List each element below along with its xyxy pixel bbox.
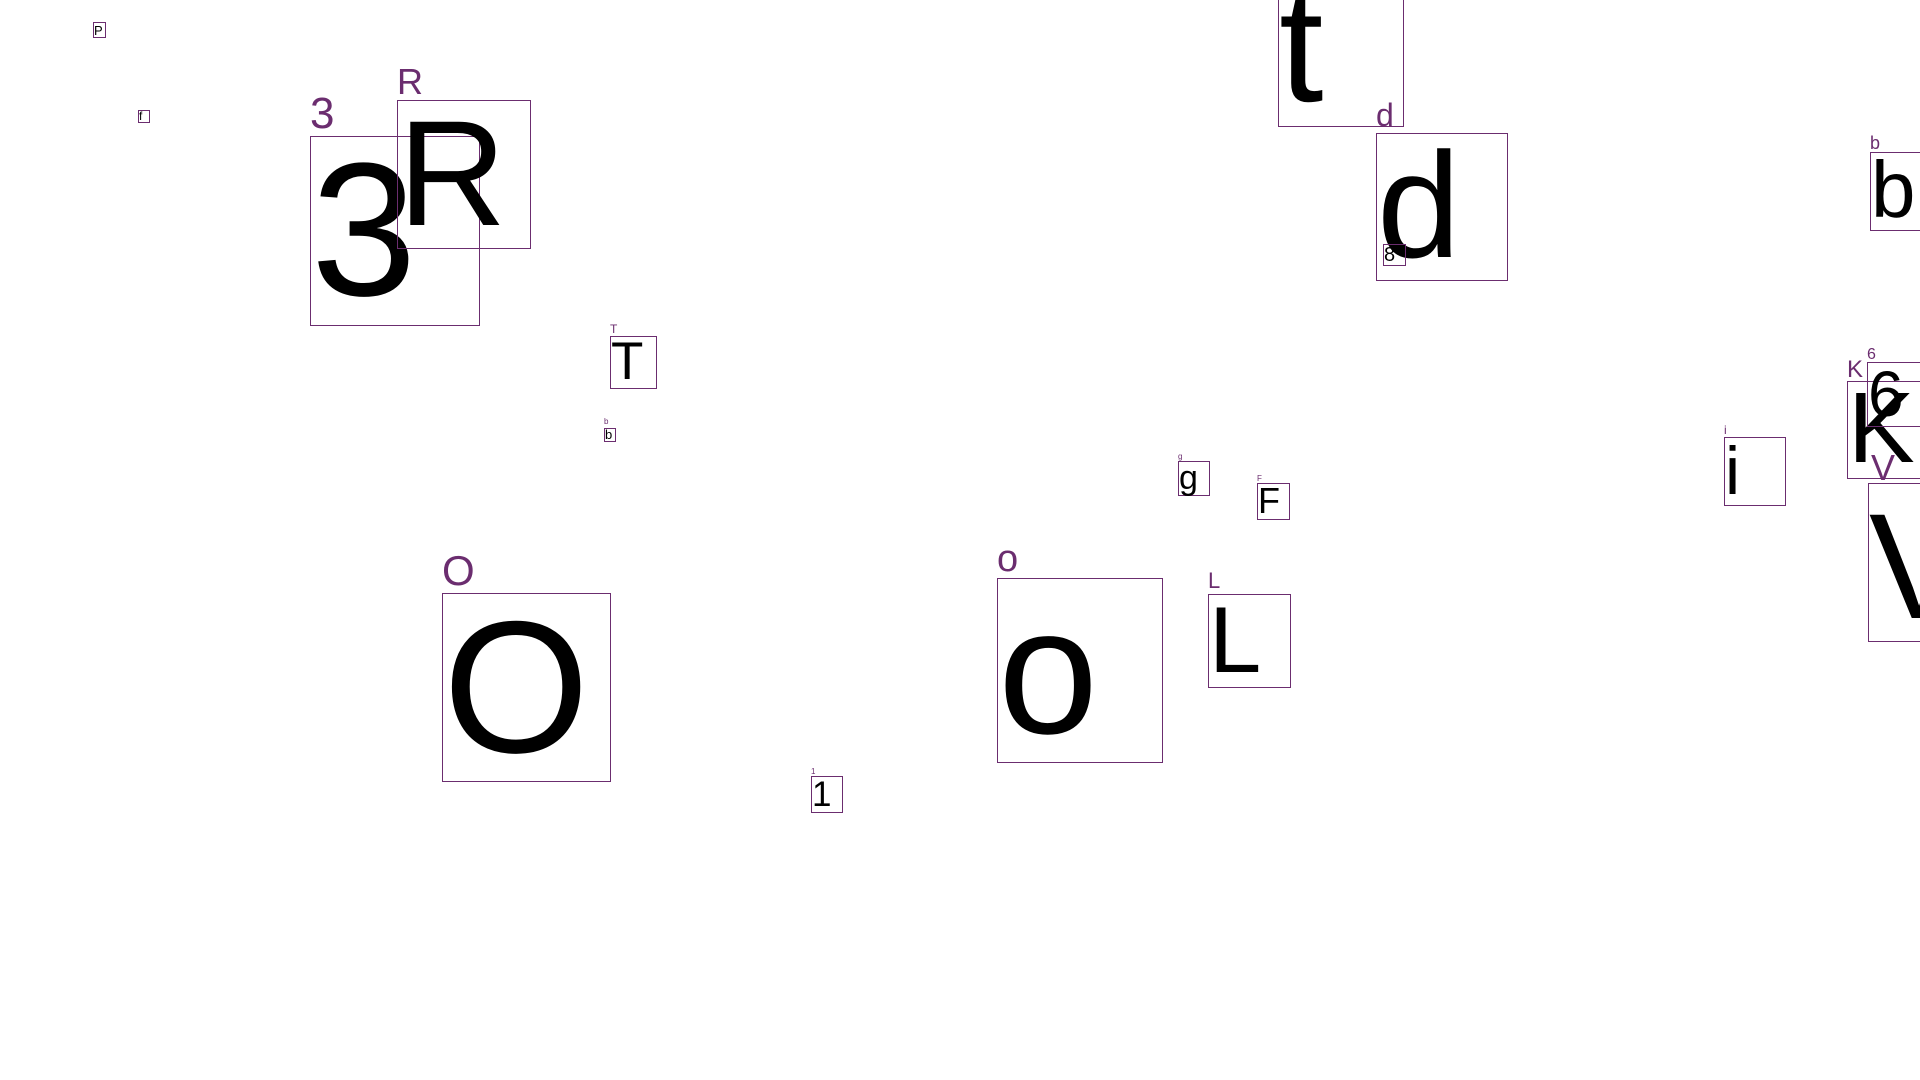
glyph-tag-14: L bbox=[1208, 568, 1221, 593]
glyph-0: P bbox=[94, 23, 103, 38]
glyph-6: O bbox=[443, 582, 590, 792]
glyph-3: R bbox=[398, 89, 507, 257]
glyph-tag-7: 1 bbox=[811, 767, 816, 776]
glyph-tag-3: R bbox=[397, 61, 423, 102]
glyph-box-19: V bbox=[1868, 483, 1920, 642]
glyph-16: b bbox=[1871, 145, 1916, 234]
glyph-4: T bbox=[611, 332, 644, 391]
glyph-box-13: F bbox=[1257, 483, 1290, 520]
glyph-box-3: R bbox=[397, 89, 531, 257]
glyph-tag-12: g bbox=[1178, 452, 1183, 461]
glyph-box-0: P bbox=[93, 22, 106, 38]
glyph-box-12: g bbox=[1178, 461, 1210, 496]
glyph-18: 6 bbox=[1868, 358, 1904, 430]
glyph-tag-8: o bbox=[997, 538, 1019, 580]
glyph-tag-6: O bbox=[442, 547, 475, 594]
glyph-13: F bbox=[1258, 480, 1280, 521]
glyph-box-10: d bbox=[1376, 121, 1508, 289]
glyph-17: K bbox=[1848, 372, 1915, 484]
glyph-tag-19: V bbox=[1871, 447, 1896, 488]
glyph-11: 8 bbox=[1384, 244, 1396, 266]
glyph-box-15: i bbox=[1724, 437, 1786, 506]
glyph-7: 1 bbox=[812, 775, 832, 814]
glyph-box-8: o bbox=[997, 578, 1163, 763]
glyph-box-17: K bbox=[1847, 372, 1920, 484]
glyph-9: t bbox=[1279, 0, 1324, 135]
glyph-tag-2: 3 bbox=[310, 89, 335, 138]
glyph-box-5: b bbox=[604, 428, 616, 442]
glyph-tag-10: d bbox=[1376, 97, 1394, 133]
glyph-5: b bbox=[605, 427, 613, 442]
glyph-8: o bbox=[998, 571, 1099, 772]
glyph-box-11: 8 bbox=[1383, 244, 1406, 266]
glyph-tag-16: b bbox=[1870, 133, 1881, 153]
glyph-box-2: 3 bbox=[310, 124, 480, 336]
glyph-15: i bbox=[1725, 433, 1741, 509]
glyph-tag-5: b bbox=[604, 417, 609, 426]
glyph-tag-13: F bbox=[1257, 474, 1262, 483]
glyph-14: L bbox=[1209, 587, 1262, 692]
glyph-12: g bbox=[1179, 459, 1198, 497]
glyph-box-18: 6 bbox=[1867, 362, 1920, 427]
glyph-box-4: T bbox=[610, 332, 657, 391]
glyph-tag-18: 6 bbox=[1867, 346, 1876, 363]
glyph-box-6: O bbox=[442, 593, 611, 782]
glyph-box-16: b bbox=[1870, 145, 1920, 234]
glyph-box-1: f bbox=[138, 110, 150, 123]
glyph-box-9: t bbox=[1278, 0, 1404, 127]
glyph-box-14: L bbox=[1208, 587, 1291, 692]
glyph-tag-15: i bbox=[1724, 423, 1727, 437]
glyph-tag-4: T bbox=[610, 322, 618, 336]
glyph-2: 3 bbox=[311, 124, 417, 336]
glyph-box-7: 1 bbox=[811, 776, 843, 813]
glyph-1: f bbox=[139, 109, 143, 123]
glyph-tag-17: K bbox=[1847, 356, 1864, 383]
glyph-10: d bbox=[1377, 121, 1461, 289]
glyph-19: V bbox=[1869, 482, 1920, 650]
